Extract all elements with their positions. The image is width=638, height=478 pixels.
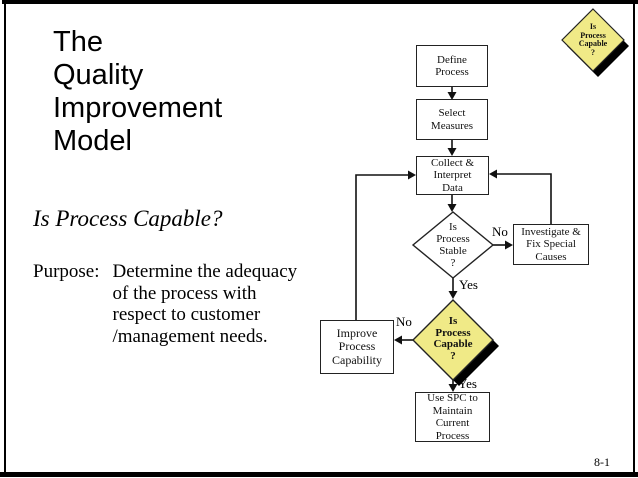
frame-left-line [4,2,6,473]
arrowhead-down-yes1 [448,291,458,299]
feedback-improve-collect [355,174,408,320]
node-collect-data: Collect & Interpret Data [416,156,489,195]
label-stable-no: No [492,224,508,239]
node-investigate-causes: Investigate & Fix Special Causes [513,224,589,265]
purpose-label: Purpose: [33,261,100,282]
corner-badge-diamond [561,8,625,72]
arrowhead-right-feedback [408,170,416,180]
node-improve-capability: Improve Process Capability [320,320,394,374]
arrowhead-down-yes2 [448,384,458,392]
label-capable-no: No [396,314,412,329]
node-use-spc: Use SPC to Maintain Current Process [415,392,490,442]
page-number: 8-1 [594,455,610,469]
frame-right-line [633,2,635,473]
diamond-stable [411,211,495,279]
arrowhead-down-1 [447,92,457,100]
node-define-process: Define Process [416,45,488,87]
label-stable-yes: Yes [459,277,478,292]
feedback-investigate-collect [497,173,552,224]
purpose-block: Purpose: Determine the adequacy of the p… [33,261,297,347]
arrowhead-down-2 [447,148,457,156]
purpose-text: Determine the adequacy of the process wi… [112,261,298,347]
slide-title: The Quality Improvement Model [53,26,223,157]
slide-subtitle: Is Process Capable? [33,206,223,231]
frame-bottom-bar [0,472,638,477]
label-capable-yes: Yes [458,376,477,391]
arrowhead-left-feedback [489,169,497,179]
diamond-capable [412,299,494,381]
node-select-measures: Select Measures [416,99,488,140]
arrowhead-right-no1 [505,240,513,250]
frame-top-bar [2,0,638,4]
arrowhead-left-no2 [394,335,402,345]
arrowhead-down-3 [447,204,457,212]
